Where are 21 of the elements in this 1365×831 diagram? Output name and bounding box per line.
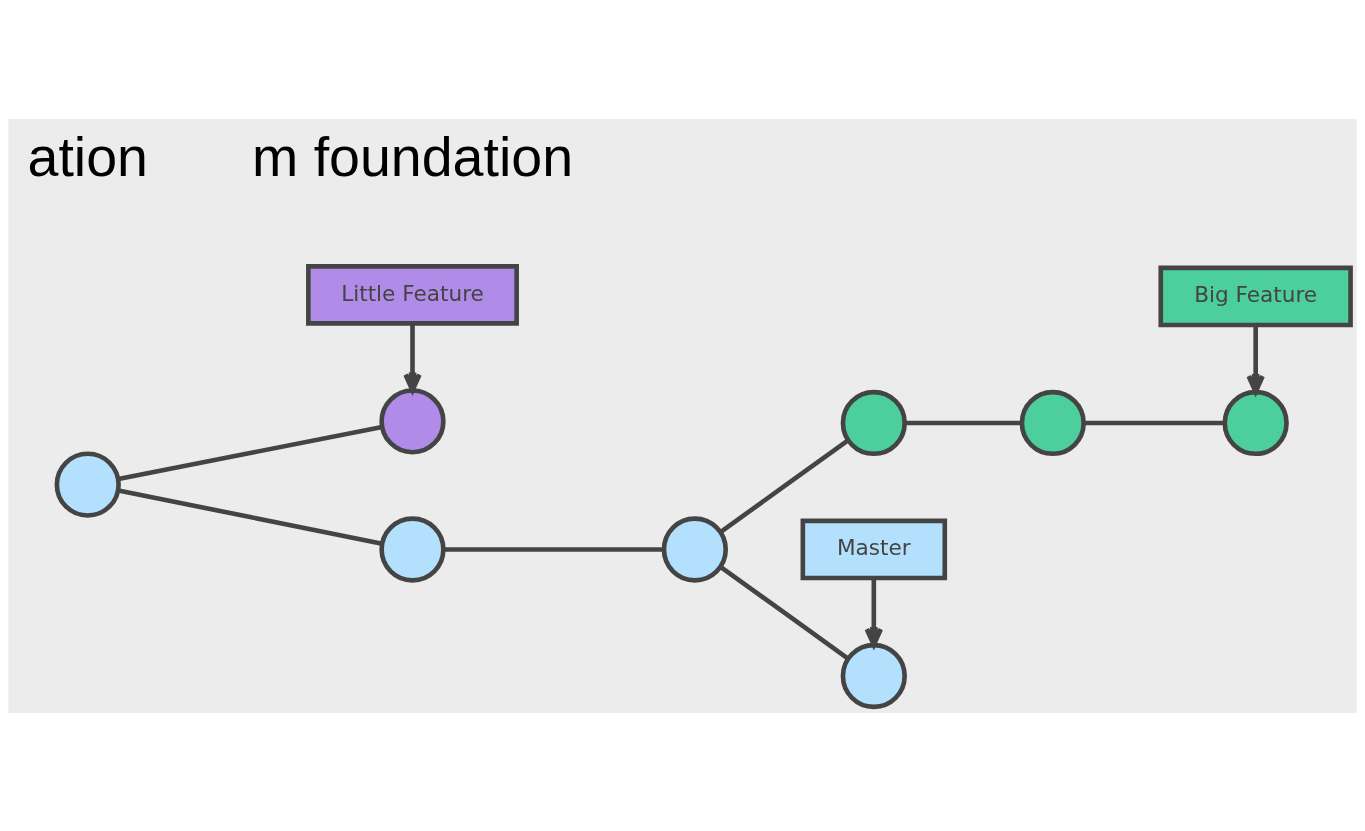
node-circle bbox=[661, 515, 728, 583]
arrow bbox=[403, 323, 422, 393]
connector bbox=[1083, 420, 1225, 425]
node-circle bbox=[379, 515, 446, 583]
node-box: Little Feature bbox=[306, 263, 519, 326]
connector bbox=[904, 420, 1022, 425]
node-box: Master bbox=[800, 518, 948, 580]
node-circle bbox=[379, 387, 446, 455]
connector bbox=[719, 564, 850, 660]
node-box: Big Feature bbox=[1158, 265, 1353, 327]
node-circle bbox=[1019, 389, 1086, 456]
connector bbox=[117, 424, 383, 481]
label: ation bbox=[27, 125, 148, 188]
node-circle bbox=[840, 389, 907, 456]
node-circle bbox=[840, 642, 907, 709]
node-circle bbox=[54, 451, 121, 518]
connector bbox=[719, 438, 850, 534]
connector bbox=[117, 487, 383, 546]
label: m foundation bbox=[251, 125, 574, 188]
connector bbox=[443, 546, 664, 552]
node-circle bbox=[1222, 389, 1289, 456]
